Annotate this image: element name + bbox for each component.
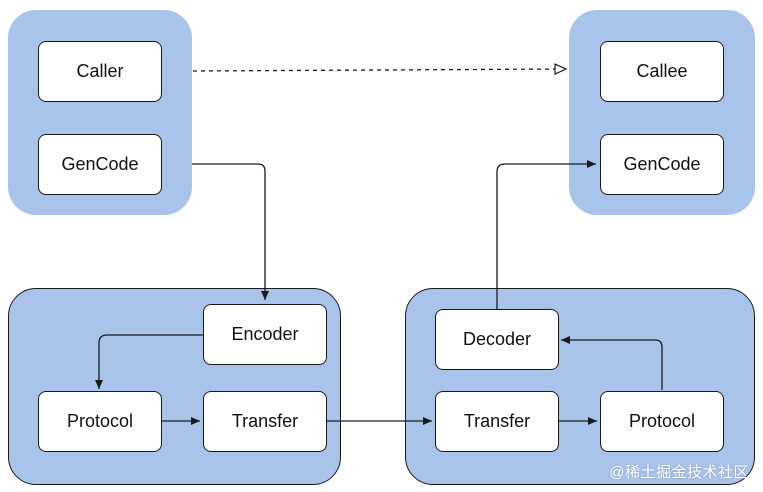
watermark-text: @稀土掘金技术社区 [609,464,749,481]
caller-node[interactable]: Caller [38,41,162,102]
protocol-left-node[interactable]: Protocol [38,391,162,452]
protocol-right-node[interactable]: Protocol [600,391,724,452]
decode-group [405,288,755,485]
transfer-left-node[interactable]: Transfer [203,391,327,452]
decoder-to-gencode-edge [496,160,596,309]
gencode-to-encoder-edge [192,163,269,300]
encoder-to-protocol-edge [95,334,203,389]
protocol-to-decoder-edge [561,336,663,390]
encoder-node[interactable]: Encoder [203,304,327,365]
decoder-node[interactable]: Decoder [435,309,559,370]
caller-to-callee-dashed-edge [192,63,568,75]
caller-gencode-node[interactable]: GenCode [38,134,162,195]
callee-node[interactable]: Callee [600,41,724,102]
callee-gencode-node[interactable]: GenCode [600,134,724,195]
transfer-right-node[interactable]: Transfer [435,391,559,452]
